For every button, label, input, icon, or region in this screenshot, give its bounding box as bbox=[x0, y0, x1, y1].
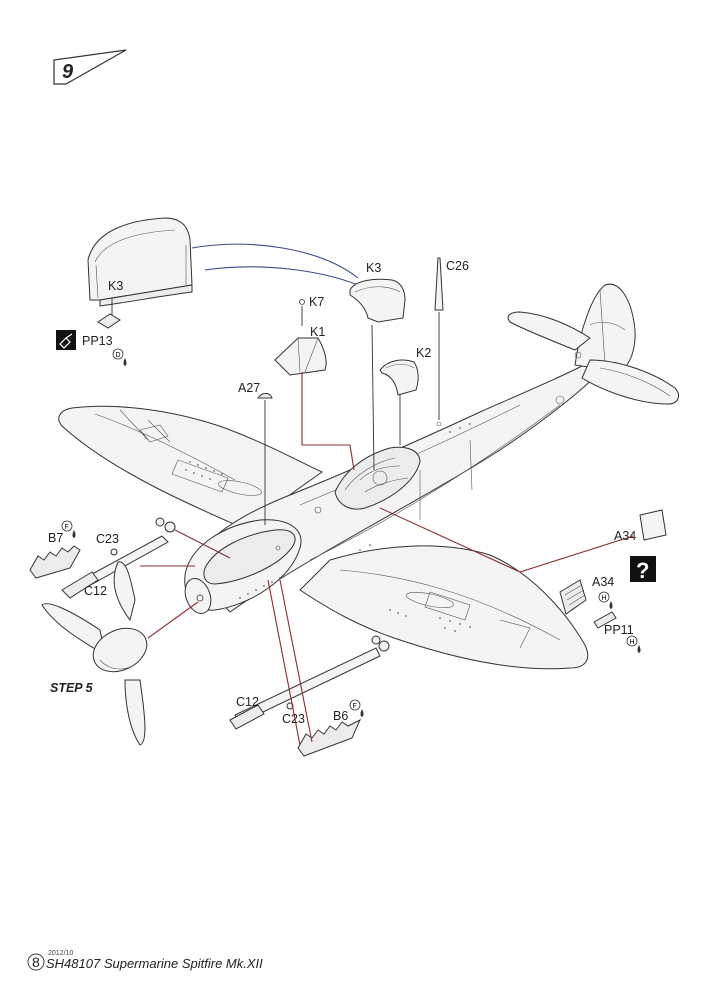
propeller-assembly bbox=[41, 561, 148, 746]
part-label-pp11: PP11 bbox=[604, 623, 634, 637]
part-label-k3-left: K3 bbox=[108, 279, 123, 293]
page-number: 8 bbox=[32, 954, 40, 970]
cockpit-opening bbox=[334, 446, 421, 510]
part-label-k1: K1 bbox=[310, 325, 325, 339]
part-label-k2: K2 bbox=[416, 346, 431, 360]
glue-drop-icon-h-bottom: H bbox=[626, 635, 641, 653]
propeller-spinner bbox=[92, 627, 148, 673]
part-label-a34-bottom: A34 bbox=[592, 575, 614, 589]
svg-text:H: H bbox=[602, 595, 607, 602]
step-reference-label: STEP 5 bbox=[50, 681, 94, 695]
canopy-part-k2 bbox=[379, 359, 419, 396]
glue-drop-icon-d: D bbox=[112, 348, 127, 366]
part-label-k3-top: K3 bbox=[366, 261, 381, 275]
part-label-c12-left: C12 bbox=[84, 584, 107, 598]
cannon-mount-bottom bbox=[229, 635, 390, 730]
left-tailplane bbox=[507, 311, 591, 351]
step-number-box: 9 bbox=[53, 49, 127, 85]
glue-drop-icon-h-top: H bbox=[598, 591, 613, 609]
svg-text:D: D bbox=[116, 352, 121, 359]
help-icon: ? bbox=[630, 556, 656, 583]
vertical-tail bbox=[574, 283, 636, 373]
part-label-k7: K7 bbox=[309, 295, 324, 309]
part-label-c12-bottom: C12 bbox=[236, 695, 259, 709]
part-label-a27: A27 bbox=[238, 381, 260, 395]
svg-text:H: H bbox=[630, 639, 635, 646]
glue-drop-icon-f-bottom: F bbox=[349, 699, 364, 717]
part-label-b7: B7 bbox=[48, 531, 63, 545]
antenna-part-c26 bbox=[434, 257, 444, 311]
part-label-c23-bottom: C23 bbox=[282, 712, 305, 726]
part-a27 bbox=[257, 393, 273, 399]
part-a34-bottom bbox=[559, 579, 587, 615]
part-label-pp13: PP13 bbox=[82, 334, 113, 348]
canopy-part-left bbox=[87, 217, 193, 307]
right-tailplane bbox=[581, 359, 679, 405]
photo-etch-icon bbox=[56, 330, 76, 350]
footer: 8 2012/10 SH48107 Supermarine Spitfire M… bbox=[27, 950, 263, 971]
footer-date: 2012/10 bbox=[48, 950, 73, 957]
pp13-part bbox=[97, 313, 121, 329]
svg-text:?: ? bbox=[636, 558, 649, 583]
canopy-part-k3 bbox=[349, 278, 406, 323]
aircraft-fuselage bbox=[58, 283, 679, 670]
part-b7-sprue bbox=[29, 545, 81, 579]
starboard-wing bbox=[299, 545, 589, 670]
exhaust-panel bbox=[203, 529, 296, 585]
part-label-a34-top: A34 bbox=[614, 529, 636, 543]
part-label-c26: C26 bbox=[446, 259, 469, 273]
k7-part bbox=[299, 299, 305, 305]
glue-drop-icon-f-left: F bbox=[61, 520, 76, 538]
part-label-c23-left: C23 bbox=[96, 532, 119, 546]
part-label-b6: B6 bbox=[333, 709, 348, 723]
step-number: 9 bbox=[62, 61, 74, 83]
part-pp11 bbox=[593, 611, 617, 629]
windscreen-part-k1 bbox=[274, 337, 327, 376]
svg-text:F: F bbox=[65, 524, 69, 531]
footer-title: SH48107 Supermarine Spitfire Mk.XII bbox=[46, 956, 263, 971]
svg-text:F: F bbox=[353, 703, 357, 710]
part-a34-top bbox=[639, 509, 667, 541]
part-b6-sprue bbox=[297, 718, 362, 757]
